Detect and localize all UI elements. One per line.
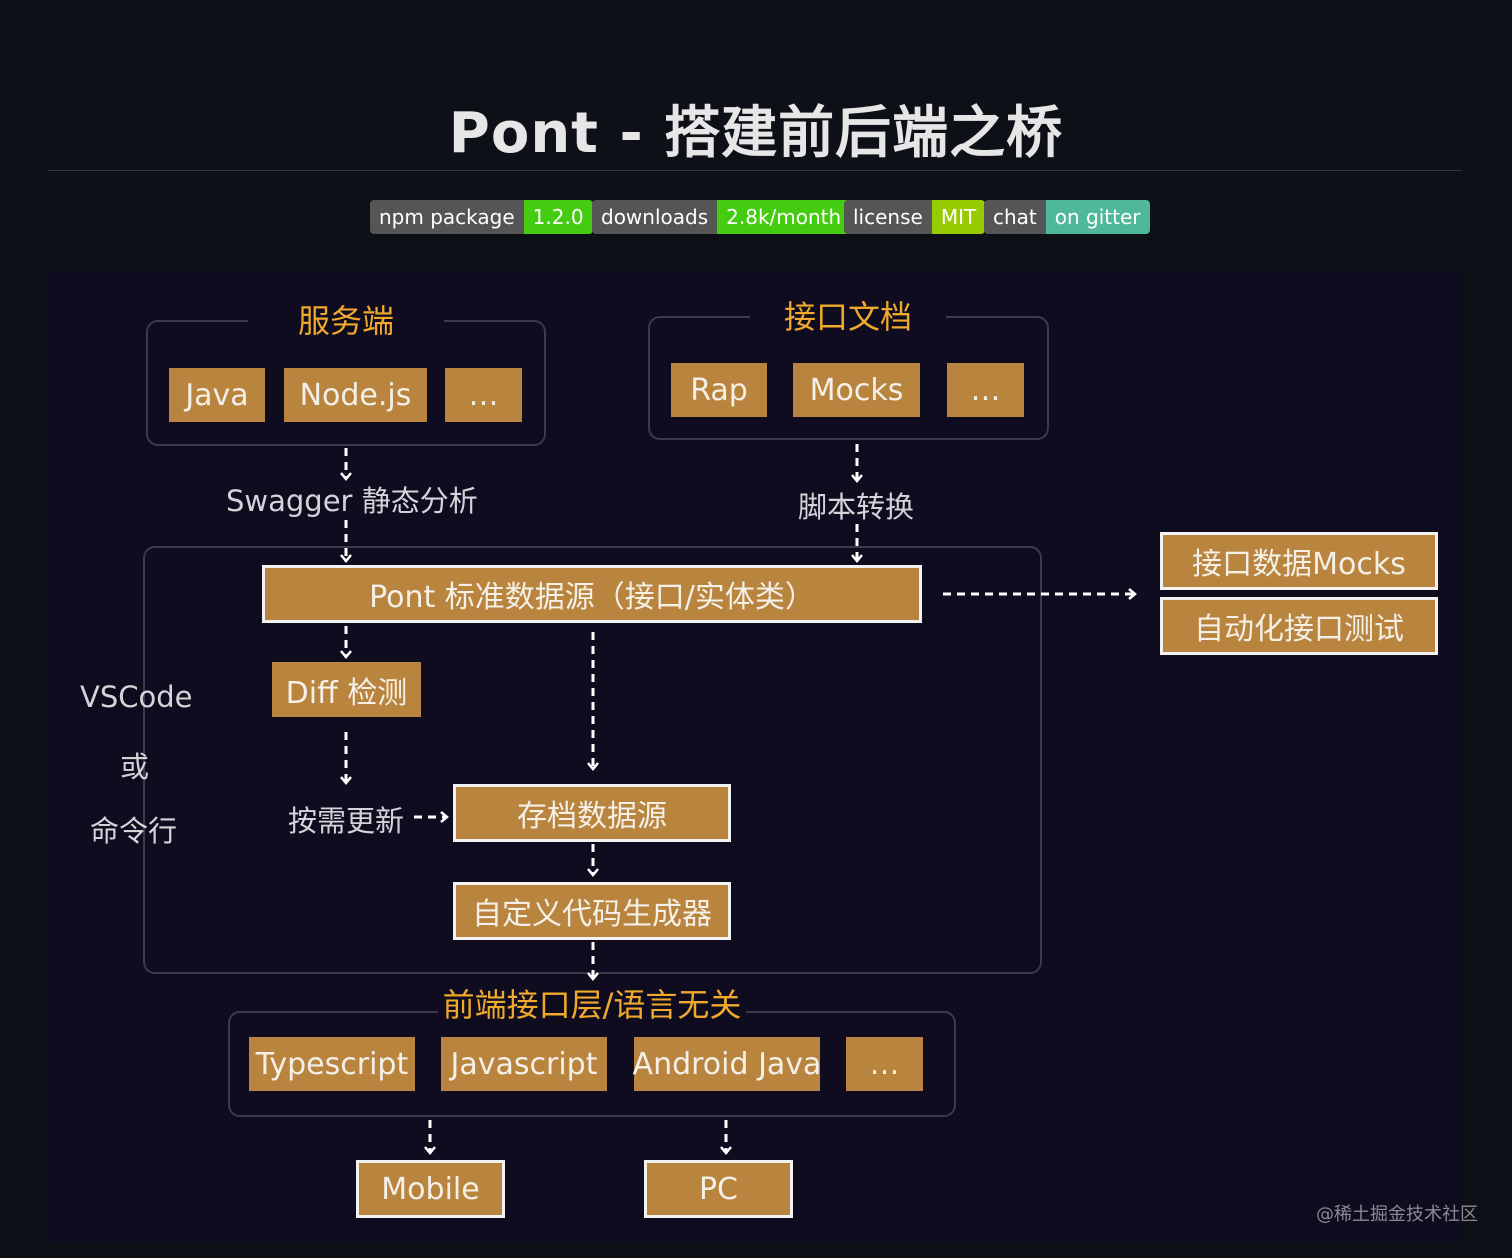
docs-rap-box: Rap: [671, 363, 767, 417]
badge-npm[interactable]: npm package 1.2.0: [370, 200, 593, 234]
codegen-box: 自定义代码生成器: [453, 882, 731, 940]
server-java-box: Java: [169, 368, 265, 422]
pc-box: PC: [644, 1160, 793, 1218]
diff-box: Diff 检测: [272, 662, 421, 717]
auto-test-box: 自动化接口测试: [1160, 597, 1438, 655]
mobile-box: Mobile: [356, 1160, 505, 1218]
script-transform-label: 脚本转换: [798, 490, 915, 524]
watermark: @稀土掘金技术社区: [1316, 1204, 1478, 1225]
server-more-box: …: [445, 368, 522, 422]
badge-chat-value: on gitter: [1045, 200, 1150, 234]
badge-downloads[interactable]: downloads 2.8k/month: [592, 200, 851, 234]
docs-group-label: 接口文档: [750, 292, 946, 342]
mocks-data-box: 接口数据Mocks: [1160, 532, 1438, 590]
badge-license[interactable]: license MIT: [844, 200, 986, 234]
pont-source-box: Pont 标准数据源（接口/实体类）: [262, 565, 922, 623]
badge-chat-label: chat: [984, 200, 1046, 234]
vscode-label: VSCode: [80, 680, 193, 714]
badge-npm-value: 1.2.0: [523, 200, 593, 234]
frontend-group-label: 前端接口层/语言无关: [438, 980, 746, 1030]
badge-row: npm package 1.2.0 downloads 2.8k/month l…: [0, 200, 1512, 234]
frontend-android-box: Android Java: [633, 1037, 821, 1091]
badge-downloads-label: downloads: [592, 200, 718, 234]
update-label: 按需更新: [288, 804, 405, 838]
title-divider: [48, 170, 1462, 171]
swagger-label: Swagger 静态分析: [226, 484, 478, 518]
archive-box: 存档数据源: [453, 784, 731, 842]
frontend-javascript-box: Javascript: [441, 1037, 607, 1091]
frontend-typescript-box: Typescript: [249, 1037, 415, 1091]
badge-npm-label: npm package: [370, 200, 524, 234]
badge-license-label: license: [844, 200, 932, 234]
server-nodejs-box: Node.js: [284, 368, 427, 422]
docs-more-box: …: [947, 363, 1024, 417]
docs-mocks-box: Mocks: [793, 363, 920, 417]
flow-arrows: [340, 444, 1137, 1155]
frontend-more-box: …: [846, 1037, 923, 1091]
badge-downloads-value: 2.8k/month: [717, 200, 851, 234]
badge-license-value: MIT: [931, 200, 986, 234]
cli-label: 命令行: [90, 814, 178, 848]
architecture-diagram: 服务端 Java Node.js … 接口文档 Rap Mocks … Swag…: [48, 272, 1462, 1242]
badge-chat[interactable]: chat on gitter: [984, 200, 1150, 234]
page-title: Pont - 搭建前后端之桥: [448, 101, 1064, 166]
or-label: 或: [120, 750, 150, 784]
server-group-label: 服务端: [248, 296, 444, 346]
